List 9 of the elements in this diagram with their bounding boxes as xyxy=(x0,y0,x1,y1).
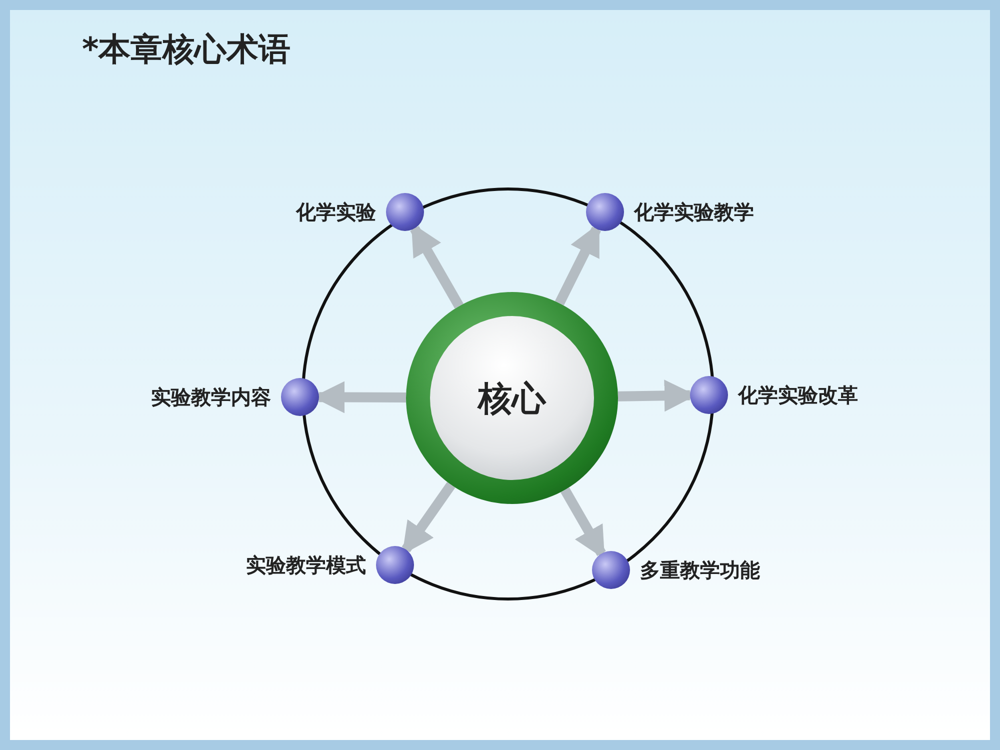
node-label: 化学实验 xyxy=(296,199,376,226)
center-label: 核心 xyxy=(476,378,548,421)
node-label: 实验教学模式 xyxy=(246,552,366,579)
node-label: 多重教学功能 xyxy=(640,557,760,584)
node-label: 化学实验改革 xyxy=(738,382,858,409)
node-label: 化学实验教学 xyxy=(634,199,754,226)
arrow xyxy=(402,482,456,555)
title: *本章核心术语 xyxy=(82,29,291,70)
node-label: 实验教学内容 xyxy=(151,384,271,411)
